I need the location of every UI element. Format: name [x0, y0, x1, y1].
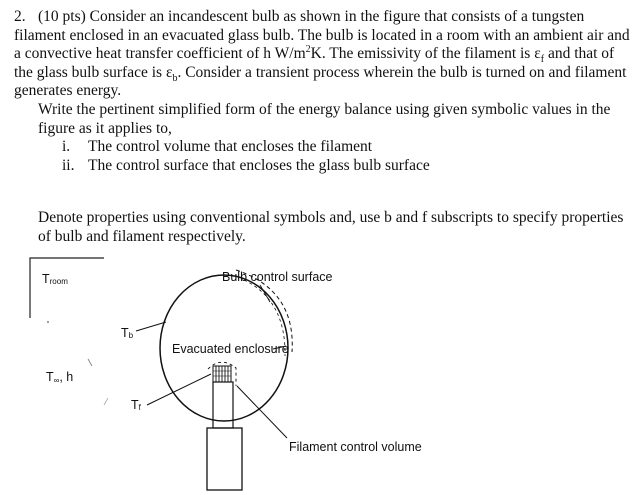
sub-question-list: i.The control volume that encloses the f… — [14, 138, 632, 175]
speck — [87, 358, 93, 367]
leader-line — [259, 284, 271, 303]
sub-question-2: ii.The control surface that encloses the… — [62, 156, 430, 174]
bulb-control-surface-label: Bulb control surface — [222, 270, 333, 284]
sub-question-1: i.The control volume that encloses the f… — [62, 138, 373, 156]
t-inf-label: T∞, h — [46, 370, 73, 385]
glass-bulb — [159, 274, 289, 422]
leader-line — [272, 345, 287, 350]
room-boundary — [29, 257, 104, 318]
question-text: 2. (10 pts) Consider an incandescent bul… — [14, 8, 632, 175]
question-intro: (10 pts) Consider an incandescent bulb a… — [14, 8, 630, 100]
question-task: Write the pertinent simplified form of t… — [38, 100, 611, 137]
speck — [47, 321, 49, 323]
t-room-label: Troom — [42, 272, 68, 286]
leader-line — [135, 321, 167, 332]
question-number: 2. — [14, 8, 26, 25]
question-points: (10 pts) — [38, 8, 86, 25]
leader-line — [236, 385, 288, 439]
filament-control-volume-label: Filament control volume — [289, 440, 422, 454]
bulb-control-surface-dashes — [243, 279, 286, 357]
bulb-base — [206, 427, 243, 491]
t-b-label: Tb — [121, 326, 134, 340]
leader-line — [146, 373, 212, 406]
denote-instruction: Denote properties using conventional sym… — [38, 208, 624, 245]
filament-coil — [212, 365, 232, 383]
speck — [103, 397, 109, 406]
filament-control-volume-dashes — [207, 361, 237, 386]
evacuated-enclosure-label: Evacuated enclosure — [172, 342, 289, 356]
bulb-figure: Troom T∞, h Bulb control surface Evacuat — [29, 257, 422, 491]
t-f-label: Tf — [131, 398, 142, 412]
